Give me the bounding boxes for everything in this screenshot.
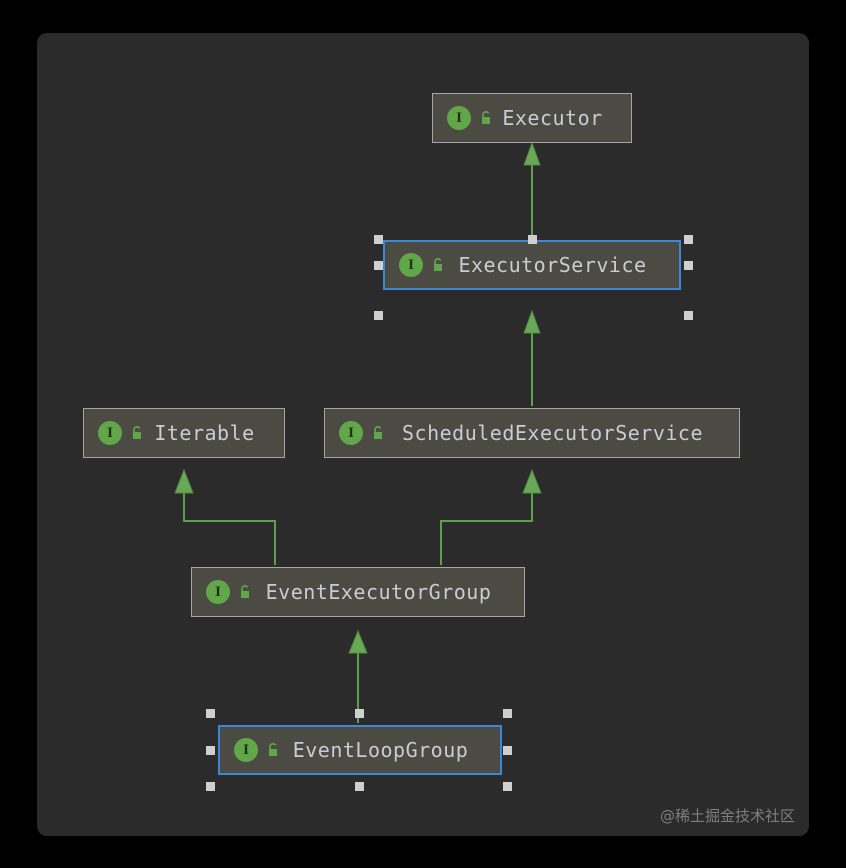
interface-icon: I — [206, 580, 230, 604]
unlocked-padlock-icon — [241, 585, 249, 598]
edge-scheduledexecutorservice-to-executorservice — [523, 309, 541, 406]
interface-icon: I — [399, 253, 423, 277]
uml-node-label: Iterable — [154, 421, 255, 445]
interface-icon: I — [98, 421, 122, 445]
selection-handle-bottom-left[interactable] — [206, 782, 215, 791]
uml-node-executor[interactable]: I Executor — [432, 93, 632, 143]
unlocked-padlock-icon — [374, 426, 382, 439]
selection-handle-bottom-center[interactable] — [355, 782, 364, 791]
uml-node-event-executor-group[interactable]: I EventExecutorGroup — [191, 567, 525, 617]
unlocked-padlock-icon — [482, 111, 490, 124]
selection-handle-top-left[interactable] — [206, 709, 215, 718]
edge-executorservice-to-executor — [523, 141, 541, 238]
interface-icon: I — [234, 738, 258, 762]
selection-handle-bottom-left[interactable] — [374, 311, 383, 320]
interface-icon: I — [339, 421, 363, 445]
selection-handle-middle-left[interactable] — [374, 261, 383, 270]
selection-handle-bottom-right[interactable] — [503, 782, 512, 791]
uml-node-iterable[interactable]: I Iterable — [83, 408, 285, 458]
uml-node-executor-service[interactable]: I ExecutorService — [383, 240, 681, 290]
edge-eventexecutorgroup-to-iterable — [174, 468, 276, 565]
unlocked-padlock-icon — [133, 426, 141, 439]
selection-handle-middle-left[interactable] — [206, 746, 215, 755]
diagram-canvas[interactable]: I Executor I ExecutorService I — [37, 33, 809, 836]
edge-eventexecutorgroup-to-scheduledexecutorservice — [440, 468, 542, 565]
selection-handle-middle-right[interactable] — [684, 261, 693, 270]
selection-handle-middle-right[interactable] — [503, 746, 512, 755]
selection-handle-bottom-right[interactable] — [684, 311, 693, 320]
unlocked-padlock-icon — [269, 743, 277, 756]
selection-handle-top-right[interactable] — [684, 235, 693, 244]
uml-node-label: ScheduledExecutorService — [402, 421, 703, 445]
selection-handle-top-center[interactable] — [355, 709, 364, 718]
uml-node-scheduled-executor-service[interactable]: I ScheduledExecutorService — [324, 408, 740, 458]
uml-node-label: EventLoopGroup — [292, 738, 469, 762]
selection-handle-top-right[interactable] — [503, 709, 512, 718]
selection-handle-top-left[interactable] — [374, 235, 383, 244]
uml-node-label: Executor — [502, 106, 603, 130]
watermark: @稀土掘金技术社区 — [659, 807, 795, 825]
unlocked-padlock-icon — [434, 258, 442, 271]
uml-node-event-loop-group[interactable]: I EventLoopGroup — [218, 725, 502, 775]
uml-node-label: ExecutorService — [458, 253, 647, 277]
interface-icon: I — [447, 106, 471, 130]
selection-handle-top-center[interactable] — [528, 235, 537, 244]
uml-node-label: EventExecutorGroup — [265, 580, 492, 604]
